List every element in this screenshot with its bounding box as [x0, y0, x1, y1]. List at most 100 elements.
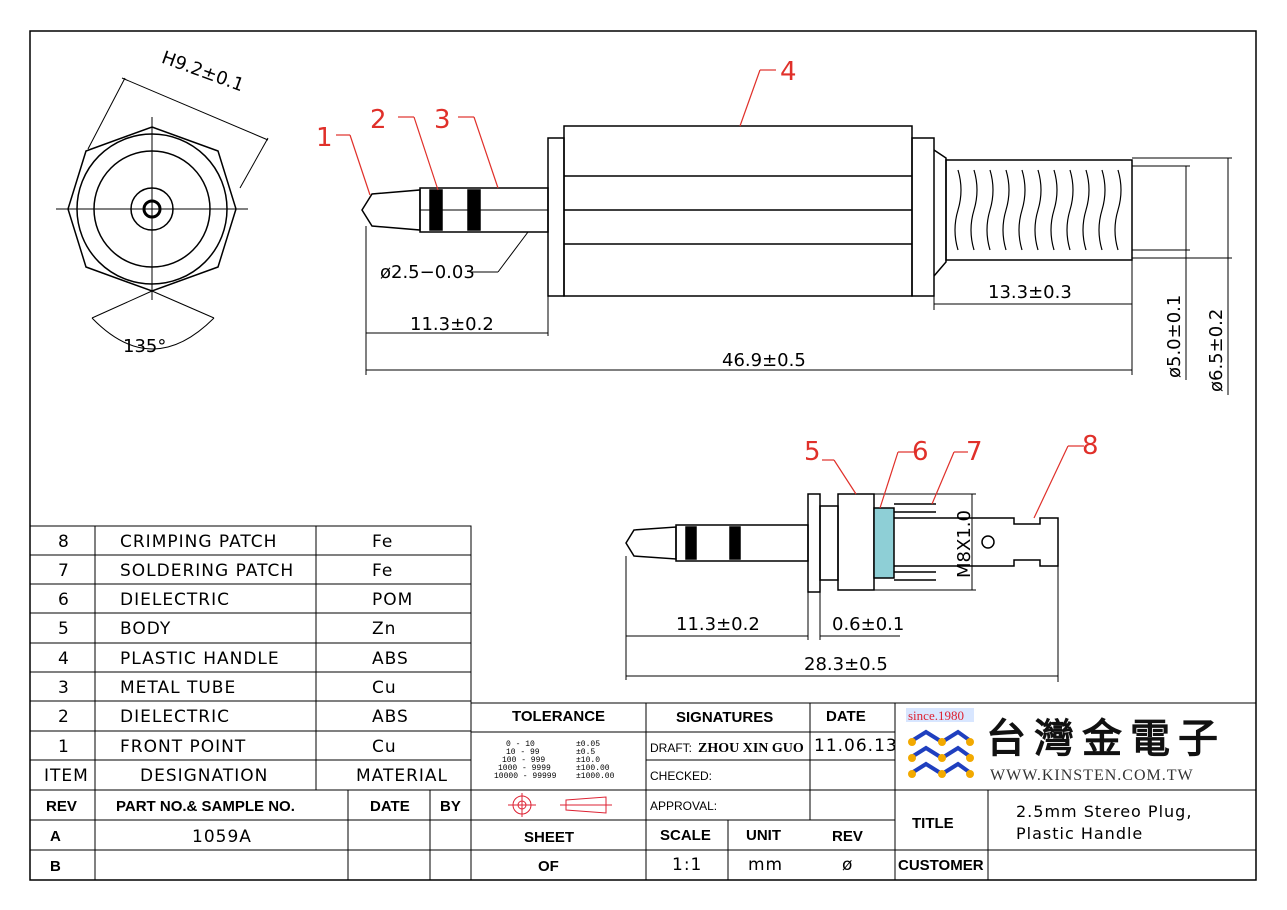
customer-label: CUSTOMER [898, 857, 984, 874]
bom-item: 7 [58, 561, 70, 581]
tol-value: ±10.0 [576, 756, 600, 765]
dim-overall-length: 46.9±0.5 [722, 350, 806, 371]
bom-header-item: ITEM [44, 766, 89, 786]
callout-4: 4 [780, 57, 797, 87]
body [837, 493, 875, 591]
tol-range: 0 - 10 [506, 740, 535, 749]
bom-item: 3 [58, 678, 70, 698]
bom-designation: CRIMPING PATCH [120, 532, 277, 552]
signatures-label: SIGNATURES [676, 709, 773, 726]
bom-designation: BODY [120, 619, 171, 639]
scale-label: SCALE [660, 827, 711, 844]
dim-flange: 0.6±0.1 [832, 614, 904, 635]
bom-material: Zn [372, 619, 396, 639]
bom-designation: FRONT POINT [120, 737, 246, 757]
tol-range: 100 - 999 [502, 756, 545, 765]
bom-designation: METAL TUBE [120, 678, 236, 698]
bom-material: ABS [372, 707, 409, 727]
tolerance-label: TOLERANCE [512, 708, 605, 725]
tol-value: ±0.5 [576, 748, 595, 757]
dim-grip-length: 13.3±0.3 [988, 282, 1072, 303]
company-chinese-name: 台灣金電子 [986, 715, 1226, 762]
sheet-label: SHEET [524, 829, 574, 846]
draft-label: DRAFT: [650, 741, 692, 755]
bom-material: Fe [372, 532, 393, 552]
tol-range: 1000 - 9999 [498, 764, 551, 773]
bom-item: 5 [58, 619, 70, 639]
projection-symbol-icon [508, 793, 612, 817]
title-line-2: Plastic Handle [1016, 824, 1143, 843]
callout-6: 6 [912, 437, 929, 467]
bom-material: POM [372, 590, 413, 610]
rev-value: ø [842, 855, 853, 875]
bom-item: 8 [58, 532, 70, 552]
of-label: OF [538, 858, 559, 875]
dim-tip-length-top: 11.3±0.2 [410, 314, 494, 335]
dim-dia-6-5: ø6.5±0.2 [1206, 309, 1227, 392]
end-view [56, 77, 269, 350]
bom-header-material: MATERIAL [356, 766, 448, 786]
part-header: PART NO.& SAMPLE NO. [116, 798, 295, 815]
dim-tip-diameter: ø2.5−0.03 [380, 262, 475, 283]
bom-item: 4 [58, 649, 70, 669]
unit-value: mm [748, 855, 783, 875]
logo-mark-icon [908, 729, 974, 778]
grip [945, 159, 1133, 261]
callout-8: 8 [1082, 431, 1099, 461]
since-label: since.1980 [908, 708, 964, 723]
bom-material: Cu [372, 678, 397, 698]
dim-tip-length-bottom: 11.3±0.2 [676, 614, 760, 635]
dim-thread: M8X1.0 [954, 510, 975, 578]
bom-material: ABS [372, 649, 409, 669]
draft-name: ZHOU XIN GUO [698, 741, 804, 756]
tol-range: 10000 - 99999 [494, 772, 557, 781]
side-view [336, 69, 1232, 395]
plastic-handle [563, 125, 913, 297]
approval-label: APPROVAL: [650, 799, 717, 813]
title-block-grid [29, 702, 1257, 881]
part-number: 1059A [192, 827, 252, 847]
checked-label: CHECKED: [650, 769, 712, 783]
callout-5: 5 [804, 437, 821, 467]
bom-item: 2 [58, 707, 70, 727]
bom-item: 1 [58, 737, 70, 757]
rev-a: A [50, 828, 61, 845]
unit-label: UNIT [746, 827, 781, 844]
tol-value: ±0.05 [576, 740, 600, 749]
callout-2: 2 [370, 105, 387, 135]
bom-material: Fe [372, 561, 393, 581]
bom-designation: DIELECTRIC [120, 707, 230, 727]
company-logo: since.1980 台灣金電子 WWW.KINSTEN.COM.TW [906, 708, 1226, 784]
dim-inner-length: 28.3±0.5 [804, 654, 888, 675]
bom-rows: 8 CRIMPING PATCH Fe 7 SOLDERING PATCH Fe… [44, 532, 448, 786]
bom-material: Cu [372, 737, 397, 757]
bom-designation: DIELECTRIC [120, 590, 230, 610]
date-header: DATE [370, 798, 410, 815]
title-label: TITLE [912, 815, 954, 832]
bom-header-designation: DESIGNATION [140, 766, 268, 786]
rev-header: REV [46, 798, 77, 815]
draft-date: 11.06.13 [814, 736, 898, 756]
callout-3: 3 [434, 105, 451, 135]
bom-item: 6 [58, 590, 70, 610]
dielectric-insert [873, 507, 895, 579]
tol-range: 10 - 99 [506, 748, 540, 757]
bom-designation: PLASTIC HANDLE [120, 649, 280, 669]
tol-value: ±1000.00 [576, 772, 615, 781]
rev-b: B [50, 858, 61, 875]
front-point [361, 189, 421, 231]
bom-designation: SOLDERING PATCH [120, 561, 294, 581]
tolerance-table: 0 - 10 ±0.05 10 - 99 ±0.5 100 - 999 ±10.… [494, 740, 615, 781]
by-header: BY [440, 798, 461, 815]
tol-value: ±100.00 [576, 764, 610, 773]
date-label: DATE [826, 708, 866, 725]
callout-7: 7 [966, 437, 983, 467]
rev-label: REV [832, 828, 863, 845]
scale-value: 1:1 [672, 855, 702, 875]
dim-angle: 135° [123, 336, 166, 357]
dim-dia-5: ø5.0±0.1 [1164, 295, 1185, 378]
title-line-1: 2.5mm Stereo Plug, [1016, 802, 1192, 821]
inner-view [625, 445, 1084, 682]
dim-hex-width: H9.2±0.1 [159, 47, 247, 96]
